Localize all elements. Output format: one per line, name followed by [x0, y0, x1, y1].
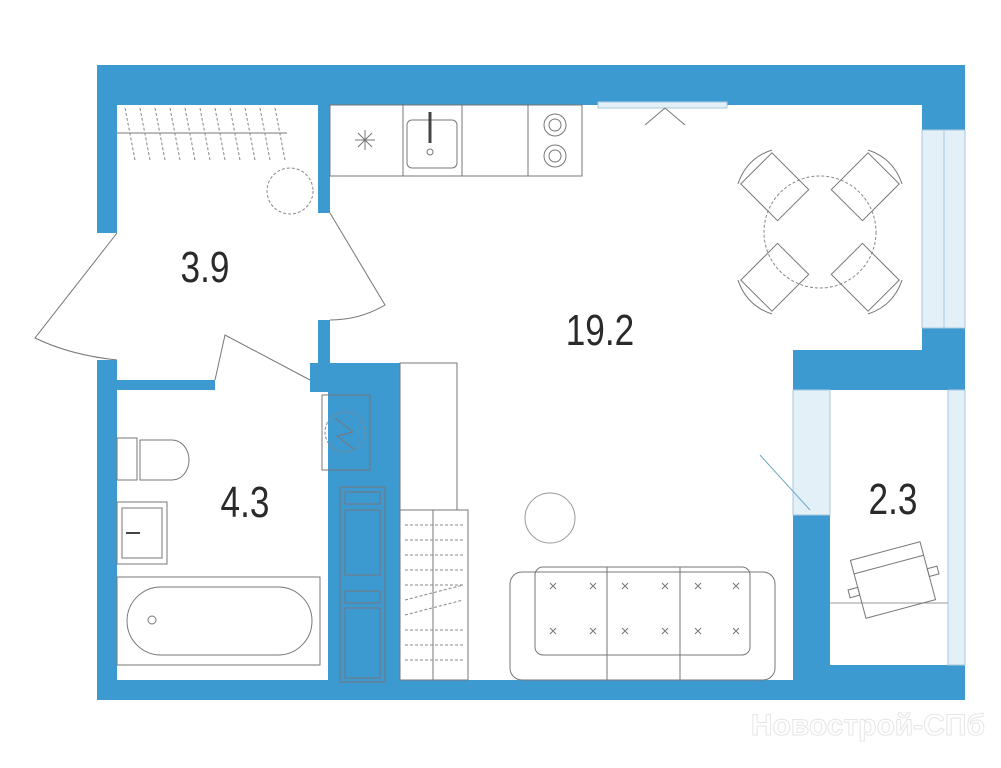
room-area-hallway: 3.9: [181, 243, 230, 292]
room-area-balcony: 2.3: [869, 475, 918, 524]
hallway-round-item: [266, 167, 314, 215]
window-top: [597, 101, 728, 109]
toilet: [116, 437, 190, 481]
bathroom-sink: [116, 501, 168, 565]
doors: [34, 212, 811, 511]
bathtub: [116, 576, 321, 666]
kitchen-sink: [406, 119, 458, 169]
round-ottoman: [524, 492, 576, 544]
walls: [97, 65, 965, 700]
wardrobe-hatching: [117, 107, 287, 161]
watermark: Новострой-СПб: [751, 709, 985, 742]
shelving: [399, 509, 469, 681]
balcony-window: [947, 389, 966, 666]
windows: [597, 101, 966, 666]
fan-icon: [355, 130, 375, 150]
balcony-door: [792, 389, 831, 516]
boiler: [321, 394, 371, 471]
kitchen-counter: [329, 104, 583, 177]
room-area-living-kitchen: 19.2: [566, 306, 634, 355]
sofa: [509, 566, 776, 681]
dining-set: [737, 149, 903, 315]
closet: [399, 362, 458, 511]
hob: [543, 113, 567, 168]
balcony-chair: [847, 541, 940, 619]
room-area-bathroom: 4.3: [221, 478, 270, 527]
fridge: [339, 486, 386, 683]
